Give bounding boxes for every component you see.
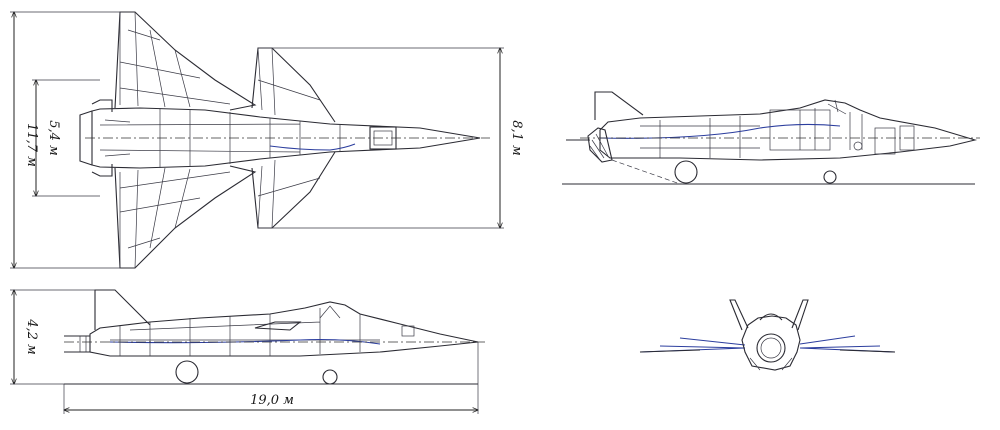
section-main-wheel (674, 160, 698, 184)
dim-span-total: 11,7 м (24, 123, 39, 167)
top-view (79, 11, 490, 269)
section-fuselage (599, 99, 978, 161)
side-section-view (562, 91, 980, 185)
front-view (639, 299, 896, 371)
side-view-dimensions: 4,2 м 19,0 м (10, 290, 478, 414)
dim-length: 19,0 м (250, 393, 294, 408)
front-body (741, 315, 801, 371)
top-canard (251, 47, 336, 123)
top-view-dimensions: 11,7 м 5,4 м 8,1 м (10, 12, 524, 268)
dim-span-stabilizer: 8,1 м (509, 120, 524, 156)
dim-span-wing: 5,4 м (46, 120, 61, 156)
top-wing (114, 11, 257, 111)
section-nose-wheel (823, 170, 837, 184)
side-view (64, 289, 485, 385)
side-nose-wheel (322, 369, 338, 385)
side-main-wheel (175, 360, 199, 384)
dim-height: 4,2 м (24, 318, 39, 355)
